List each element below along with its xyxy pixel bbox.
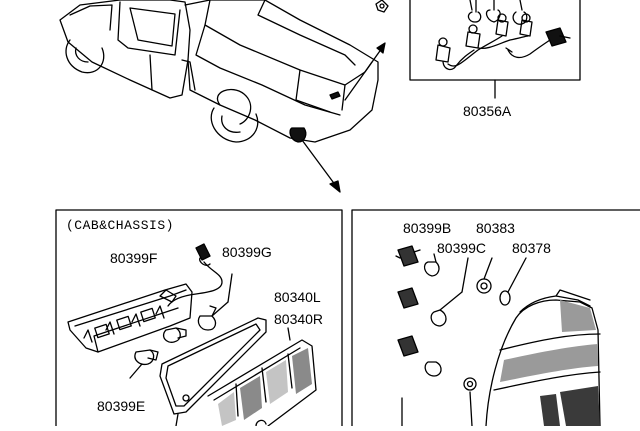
part-label-80399c: 80399C <box>437 240 487 256</box>
cab-chassis-box <box>56 210 342 426</box>
tail-lamp-box <box>352 210 640 426</box>
truck-illustration <box>60 0 388 192</box>
section-caption: (CAB&CHASSIS) <box>66 218 174 233</box>
part-label-80399e: 80399E <box>97 398 146 414</box>
part-label-80340l: 80340L <box>274 289 321 305</box>
part-label-80378: 80378 <box>512 240 551 256</box>
harness-box <box>410 0 580 98</box>
part-label-80399b: 80399B <box>403 220 452 236</box>
part-label-80383: 80383 <box>476 220 515 236</box>
part-label-80356a: 80356A <box>463 103 512 119</box>
part-label-80399g: 80399G <box>222 244 272 260</box>
part-label-80340r: 80340R <box>274 311 324 327</box>
part-label-80399f: 80399F <box>110 250 158 266</box>
